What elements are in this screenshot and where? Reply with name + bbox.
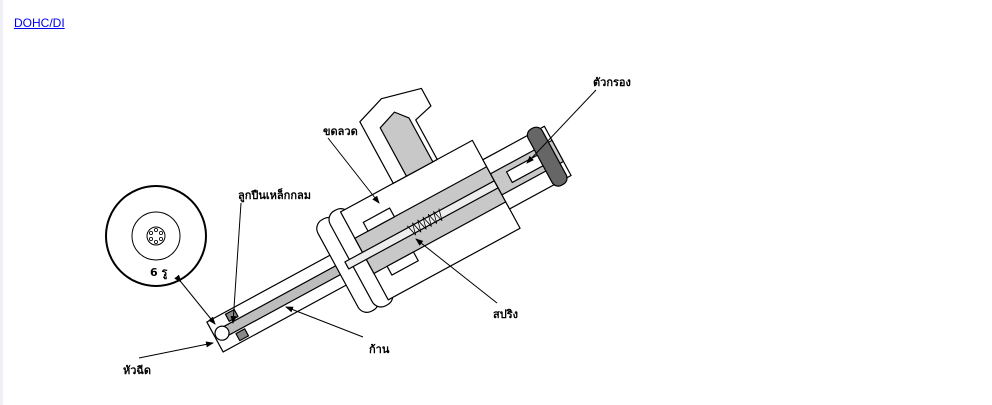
label-six-holes: 6 รู [150,266,168,279]
nozzle-detail-view [105,185,207,287]
injector-body [206,87,572,353]
leader-lines [138,89,597,359]
label-spring: สปริง [493,308,518,321]
label-coil: ขดลวด [323,125,358,138]
label-filter: ตัวกรอง [593,76,631,89]
label-nozzle: หัวฉีด [123,364,152,377]
dohc-di-link[interactable]: DOHC/DI [14,16,65,30]
label-steel-ball: ลูกปืนเหล็กกลม [238,189,311,202]
fuel-injector-illustration [105,87,597,359]
label-needle: ก้าน [369,343,390,356]
